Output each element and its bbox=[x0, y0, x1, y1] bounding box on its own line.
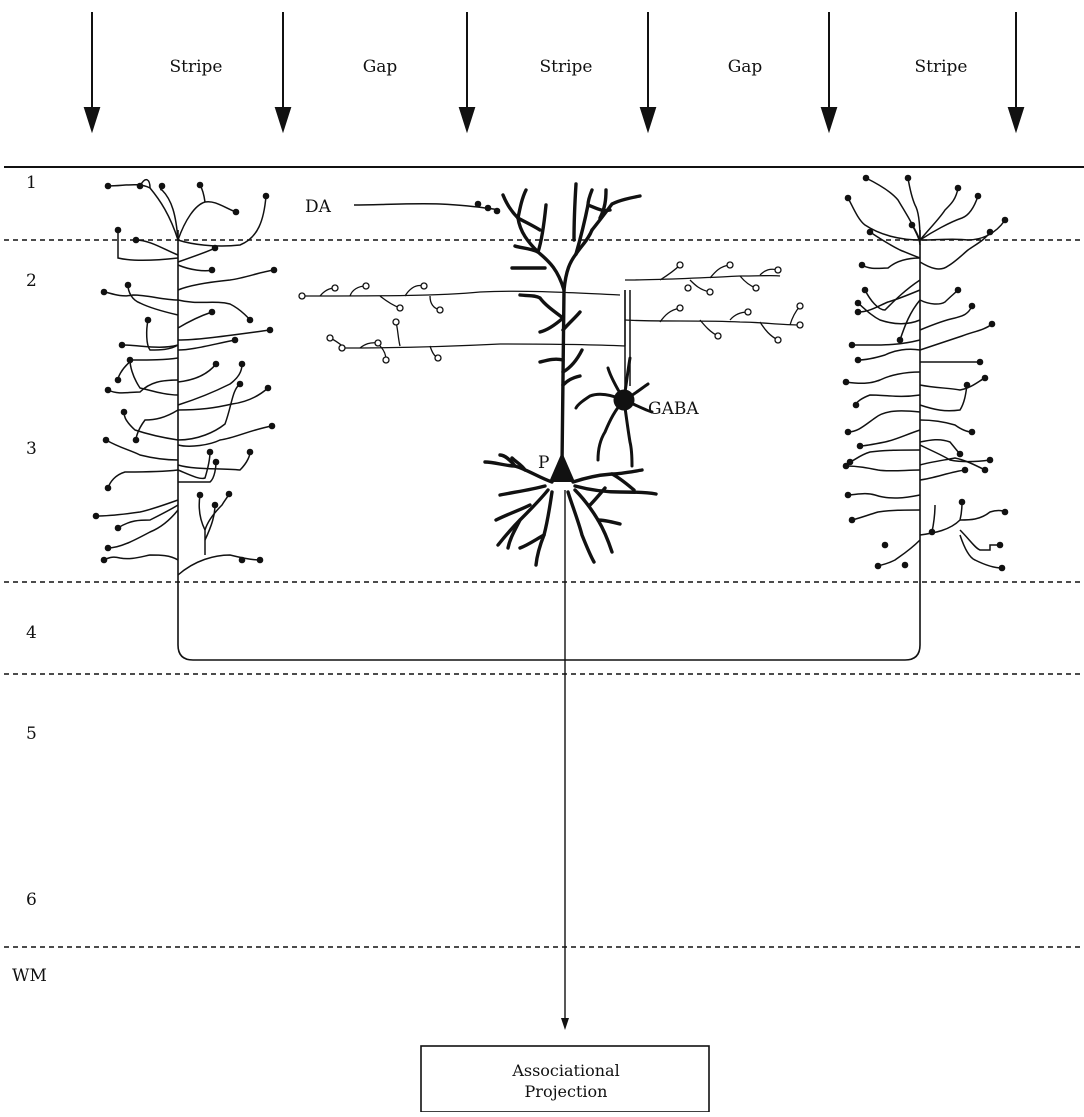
pyramidal-label: P bbox=[538, 453, 549, 473]
arrowhead-icon bbox=[639, 107, 657, 134]
projection-box-line2: Projection bbox=[525, 1082, 608, 1101]
column-label-stripe: Stripe bbox=[915, 57, 968, 77]
gaba-soma-icon bbox=[613, 389, 635, 411]
arrowhead-icon bbox=[820, 107, 838, 134]
left-stripe-arbor bbox=[95, 178, 275, 576]
layer-label: 5 bbox=[26, 724, 37, 744]
arrowhead-icon bbox=[1007, 107, 1025, 134]
column-label-gap: Gap bbox=[728, 57, 763, 77]
column-label-stripe: Stripe bbox=[540, 57, 593, 77]
dopamine-label: DA bbox=[305, 197, 332, 217]
column-label-gap: Gap bbox=[363, 57, 398, 77]
pyramidal-neuron: P bbox=[483, 182, 658, 567]
column-label-stripe: Stripe bbox=[170, 57, 223, 77]
associational-projection-box: Associational Projection bbox=[420, 1045, 710, 1113]
layer-label: 3 bbox=[26, 439, 37, 459]
dopamine-fiber: DA bbox=[305, 197, 501, 217]
gaba-interneuron: GABA bbox=[574, 290, 699, 468]
column-labels: Stripe Gap Stripe Gap Stripe bbox=[170, 57, 968, 77]
layer-boundaries bbox=[4, 239, 1084, 948]
collateral-terminals bbox=[298, 261, 804, 364]
projection-axon bbox=[561, 490, 569, 1030]
horizontal-collaterals bbox=[299, 264, 801, 361]
pyramidal-soma-icon bbox=[549, 452, 575, 482]
layer-label: 4 bbox=[26, 623, 37, 643]
layer-label: 1 bbox=[26, 173, 37, 193]
layer-label: 2 bbox=[26, 271, 37, 291]
arrowhead-icon bbox=[274, 107, 292, 134]
layer-label: WM bbox=[12, 966, 47, 986]
arrowhead-icon bbox=[83, 107, 101, 134]
gaba-label: GABA bbox=[648, 399, 699, 419]
intercolumnar-fiber bbox=[177, 230, 921, 661]
left-stripe-terminals bbox=[92, 181, 278, 564]
projection-box-line1: Associational bbox=[511, 1061, 619, 1080]
input-arrows bbox=[83, 12, 1025, 134]
arrowhead-icon bbox=[458, 107, 476, 134]
layer-labels: 1 2 3 4 5 6 WM bbox=[12, 173, 47, 986]
right-stripe-terminals bbox=[842, 174, 1009, 572]
layer-label: 6 bbox=[26, 890, 37, 910]
arrowhead-icon bbox=[561, 1018, 569, 1030]
right-stripe-arbor bbox=[845, 177, 1006, 569]
